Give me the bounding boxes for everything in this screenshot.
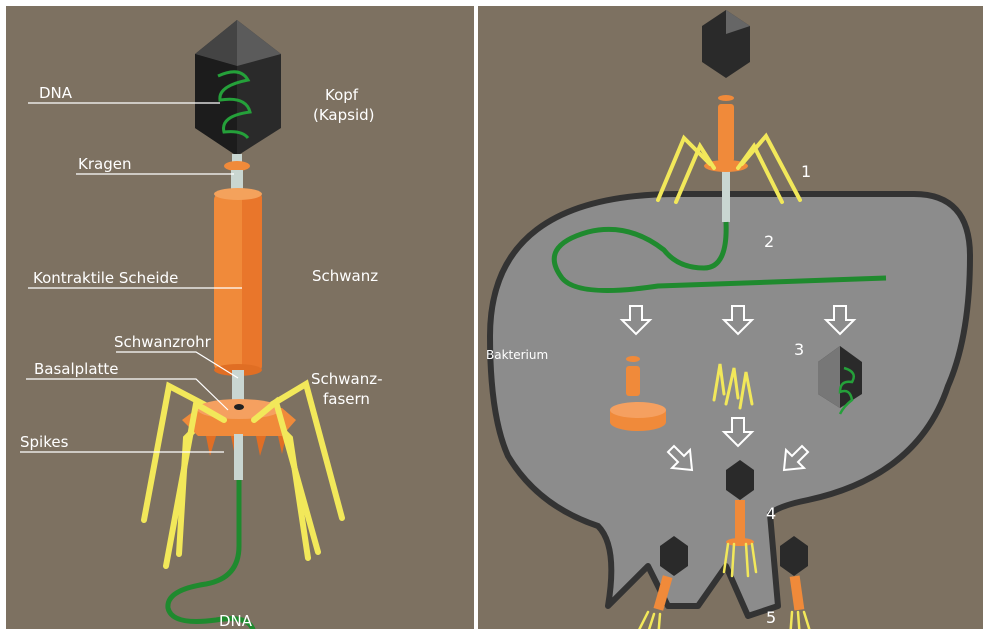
infection-cycle-panel: Bakterium 1 2 3 4 5 xyxy=(478,6,983,629)
step-3-number: 3 xyxy=(794,340,804,359)
label-dna-bottom: DNA xyxy=(219,612,252,631)
label-kapsid: (Kapsid) xyxy=(313,106,375,125)
infection-cycle-drawing xyxy=(478,6,983,629)
step-4-number: 4 xyxy=(766,504,776,523)
label-schwanzrohr: Schwanzrohr xyxy=(114,333,211,352)
phage-anatomy-panel: DNA Kopf (Kapsid) Kragen Kontraktile Sch… xyxy=(6,6,474,629)
label-schwanz: Schwanz xyxy=(312,267,378,286)
label-dna-top: DNA xyxy=(39,84,72,103)
contractile-sheath xyxy=(214,188,262,376)
label-kontraktile-scheide: Kontraktile Scheide xyxy=(33,269,178,288)
label-kopf: Kopf xyxy=(325,86,358,105)
phage-anatomy-drawing xyxy=(6,6,474,629)
step-5-number: 5 xyxy=(766,608,776,627)
label-basalplatte: Basalplatte xyxy=(34,360,119,379)
step-1-number: 1 xyxy=(801,162,811,181)
collar xyxy=(224,154,250,192)
released-phage-right xyxy=(780,536,812,629)
step-2-number: 2 xyxy=(764,232,774,251)
bacterium xyxy=(490,194,970,616)
label-schwanzfasern-line2: fasern xyxy=(323,390,370,409)
tail-tube-tip xyxy=(234,434,243,480)
label-bakterium: Bakterium xyxy=(486,346,548,365)
attaching-phage xyxy=(658,10,800,222)
capsid xyxy=(195,20,281,156)
label-schwanzfasern-line1: Schwanz- xyxy=(311,370,383,389)
label-kragen: Kragen xyxy=(78,155,131,174)
label-spikes: Spikes xyxy=(20,433,68,452)
